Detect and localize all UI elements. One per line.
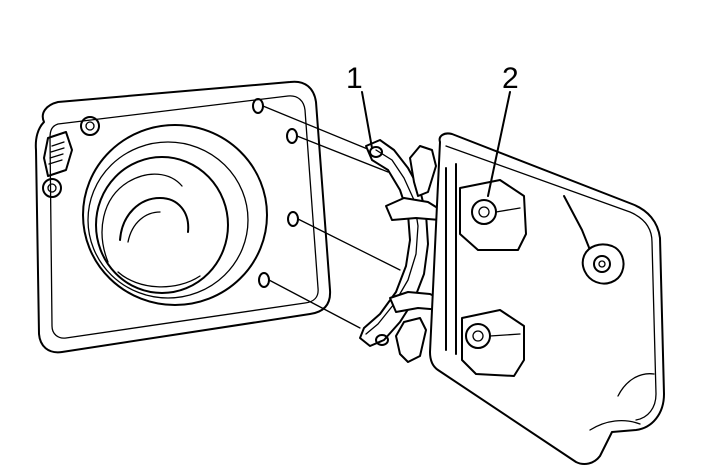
alignment-lines xyxy=(262,105,401,329)
callout-2-label: 2 xyxy=(502,62,519,95)
callout-1: 1 xyxy=(346,62,373,149)
filler-door xyxy=(429,132,665,465)
callout-1-label: 1 xyxy=(346,62,363,95)
callout-2: 2 xyxy=(487,62,519,197)
filler-housing xyxy=(34,80,332,354)
